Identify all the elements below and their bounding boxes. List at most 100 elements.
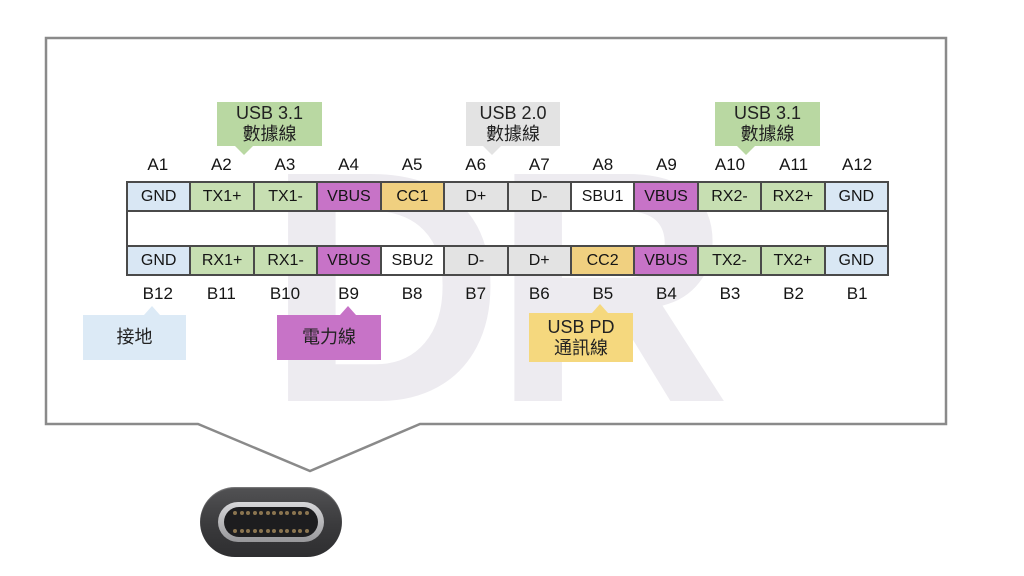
legend-ground: 接地 <box>83 306 186 360</box>
pin-cell-a8: SBU1 <box>571 183 634 210</box>
pin-number-b11: B11 <box>206 284 236 303</box>
usb-c-connector-rim <box>218 502 324 542</box>
legend-usb31-left-line2: 數據線 <box>242 124 297 144</box>
pin-number-row-b: B12 B11 B10 B9 B8 B7 B6 B5 B4 B3 B2 B1 <box>126 284 889 304</box>
pin-cell-a2: TX1+ <box>191 183 253 210</box>
pin-number-a4: A4 <box>338 155 359 174</box>
pin-cell-b3: TX2- <box>698 247 761 274</box>
pin-number-b5: B5 <box>592 284 614 303</box>
legend-usb20-line2: 數據線 <box>486 124 540 144</box>
pin-number-b3: B3 <box>719 284 741 303</box>
pin-cell-b2: TX2+ <box>762 247 824 274</box>
pin-number-b7: B7 <box>465 284 487 303</box>
pin-grid-spacer <box>126 212 889 245</box>
pin-number-b4: B4 <box>656 284 677 303</box>
pin-number-b6: B6 <box>528 284 550 303</box>
pin-cell-b6: D+ <box>508 247 570 274</box>
pin-number-a8: A8 <box>592 155 614 174</box>
connector-pin-dot <box>265 511 270 515</box>
legend-usb31-left: USB 3.1 數據線 <box>217 102 322 155</box>
pin-number-b12: B12 <box>142 284 173 303</box>
pin-cell-b8: SBU2 <box>381 247 444 274</box>
connector-pin-dot <box>259 511 264 515</box>
connector-pin-dot <box>291 511 296 515</box>
pin-number-a7: A7 <box>528 155 550 174</box>
legend-usb20-line1: USB 2.0 <box>479 103 547 123</box>
connector-pins-top <box>233 511 309 515</box>
pin-cell-b4: VBUS <box>635 247 697 274</box>
pin-cell-b10: RX1- <box>254 247 317 274</box>
pin-number-a11: A11 <box>779 155 809 174</box>
connector-pin-dot <box>304 529 309 533</box>
pin-number-a1: A1 <box>147 155 169 174</box>
connector-pin-dot <box>272 511 277 515</box>
connector-pin-dot <box>285 529 290 533</box>
legend-ground-label: 接地 <box>116 327 153 347</box>
connector-pin-dot <box>239 511 244 515</box>
pin-cell-a4: VBUS <box>318 183 380 210</box>
pin-cell-b11: RX1+ <box>191 247 253 274</box>
pin-cell-b7: D- <box>445 247 507 274</box>
connector-pin-dot <box>278 529 283 533</box>
legend-usb-pd-line1: USB PD <box>547 316 615 337</box>
pin-number-b2: B2 <box>783 284 804 303</box>
legend-usb20: USB 2.0 數據線 <box>466 102 560 155</box>
usb-c-connector-cavity <box>224 507 318 537</box>
connector-pin-dot <box>252 511 257 515</box>
connector-pin-dot <box>291 529 296 533</box>
pin-cell-b12: GND <box>128 247 190 274</box>
pin-cell-a12: GND <box>825 183 887 210</box>
pin-cell-a3: TX1- <box>254 183 317 210</box>
pin-cell-b1: GND <box>825 247 887 274</box>
legend-power: 電力線 <box>277 306 381 360</box>
connector-pin-dot <box>252 529 257 533</box>
pin-number-a12: A12 <box>842 155 873 174</box>
pin-cell-a5: CC1 <box>381 183 444 210</box>
connector-pin-dot <box>233 529 237 533</box>
pin-number-a6: A6 <box>465 155 487 174</box>
pin-cell-b9: VBUS <box>318 247 380 274</box>
legend-usb31-right-line2: 數據線 <box>740 124 795 144</box>
legend-usb31-right: USB 3.1 數據線 <box>715 102 820 155</box>
connector-pin-dot <box>298 511 303 515</box>
connector-pin-dot <box>259 529 264 533</box>
legend-usb-pd: USB PD 通訊線 <box>529 304 633 362</box>
connector-pin-dot <box>246 511 251 515</box>
legend-usb31-right-line1: USB 3.1 <box>733 103 802 123</box>
pin-number-a10: A10 <box>714 155 746 174</box>
pin-cell-a7: D- <box>508 183 570 210</box>
legend-usb31-left-line1: USB 3.1 <box>235 103 304 123</box>
pin-cell-a10: RX2- <box>698 183 761 210</box>
legend-power-label: 電力線 <box>302 327 356 347</box>
usb-c-connector-photo <box>200 487 342 557</box>
pin-cell-a9: VBUS <box>635 183 697 210</box>
pin-number-b1: B1 <box>846 284 868 303</box>
pin-number-a2: A2 <box>210 155 232 174</box>
connector-pin-dot <box>298 529 303 533</box>
connector-pin-dot <box>304 511 309 515</box>
connector-pin-dot <box>272 529 277 533</box>
legend-usb-pd-line2: 通訊線 <box>554 337 608 358</box>
connector-pin-dot <box>278 511 283 515</box>
pin-cell-b5: CC2 <box>571 247 634 274</box>
connector-pin-dot <box>285 511 290 515</box>
pin-number-a9: A9 <box>656 155 677 174</box>
connector-pins-bottom <box>233 529 309 533</box>
watermark: DR <box>266 102 731 471</box>
connector-pin-dot <box>246 529 251 533</box>
connector-pin-dot <box>239 529 244 533</box>
pin-cell-a11: RX2+ <box>762 183 824 210</box>
pin-number-a5: A5 <box>401 155 423 174</box>
connector-pin-dot <box>233 511 237 515</box>
pin-number-b10: B10 <box>269 284 301 303</box>
connector-pin-dot <box>265 529 270 533</box>
pin-number-b9: B9 <box>338 284 359 303</box>
pin-number-b8: B8 <box>401 284 423 303</box>
pin-cell-a1: GND <box>128 183 190 210</box>
pin-cell-a6: D+ <box>445 183 507 210</box>
